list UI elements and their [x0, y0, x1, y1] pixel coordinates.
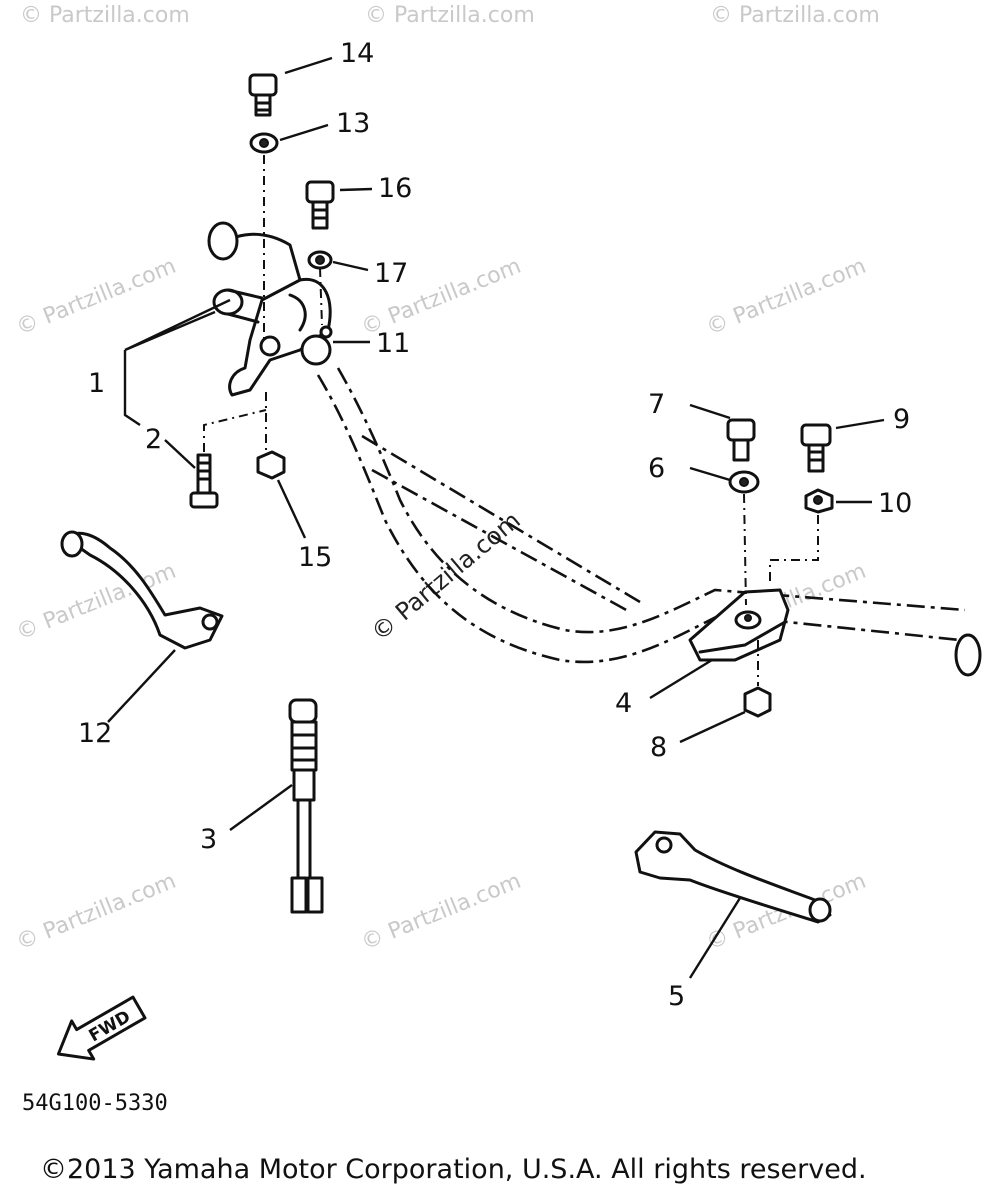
bolt-9-icon	[800, 423, 832, 473]
throttle-housing	[212, 277, 332, 397]
callout-17: 17	[374, 258, 408, 289]
callout-7: 7	[648, 389, 665, 420]
watermark: © Partzilla.com	[13, 869, 180, 956]
watermark: © Partzilla.com	[710, 3, 880, 28]
bolt-7-icon	[726, 418, 756, 462]
callout-6: 6	[648, 453, 665, 484]
lever-right	[634, 830, 832, 924]
watermark: © Partzilla.com	[13, 254, 180, 341]
washer-13-hole-icon	[259, 138, 269, 148]
callout-15: 15	[298, 542, 332, 573]
diagram-code: 54G100-5330	[22, 1091, 168, 1116]
bolt-14-icon	[248, 73, 278, 117]
callout-5: 5	[668, 981, 685, 1012]
fwd-arrow-icon: FWD	[56, 995, 147, 1061]
washer-6-hole-icon	[739, 477, 749, 487]
assembly-lines	[203, 155, 819, 686]
callout-8: 8	[650, 732, 667, 763]
lever-holder	[688, 588, 790, 662]
leader-lines	[107, 56, 885, 979]
callout-9: 9	[893, 404, 910, 435]
callout-4: 4	[615, 688, 632, 719]
callout-2: 2	[145, 424, 162, 455]
callout-10: 10	[878, 488, 912, 519]
switch-assembly	[288, 698, 324, 914]
bolt-16-icon	[305, 180, 335, 230]
callout-12: 12	[78, 718, 112, 749]
lever-left	[60, 530, 224, 650]
callout-1: 1	[88, 368, 105, 399]
screw-2-icon	[189, 453, 219, 509]
nut-10-hole-icon	[813, 495, 823, 505]
fasteners	[189, 73, 834, 718]
callout-11: 11	[376, 328, 410, 359]
watermark: © Partzilla.com	[358, 869, 525, 956]
callout-3: 3	[200, 824, 217, 855]
nut-11-icon	[319, 325, 333, 339]
copyright-notice: ©2013 Yamaha Motor Corporation, U.S.A. A…	[40, 1154, 867, 1185]
handlebar	[207, 221, 982, 677]
callout-labels: 14 13 16 17 11 1 2 15 7 6 9 10 4 8 12 3 …	[78, 38, 912, 1012]
watermark: © Partzilla.com	[703, 254, 870, 341]
watermark: © Partzilla.com	[20, 3, 190, 28]
callout-14: 14	[340, 38, 374, 69]
nut-8-icon	[743, 686, 772, 718]
callout-13: 13	[336, 108, 370, 139]
watermark: © Partzilla.com	[365, 3, 535, 28]
callout-16: 16	[378, 173, 412, 204]
washer-17-hole-icon	[315, 255, 325, 265]
nut-15-icon	[256, 450, 286, 480]
watermark-center: © Partzilla.com	[366, 506, 526, 646]
